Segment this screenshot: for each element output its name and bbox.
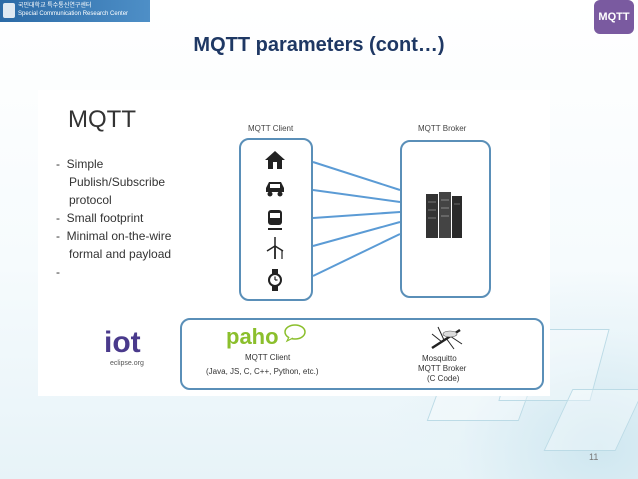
- car-icon: [266, 182, 284, 197]
- connector-line: [312, 211, 401, 219]
- mosquito-icon: [431, 326, 463, 350]
- speech-bubble-icon: [284, 324, 306, 343]
- university-emblem-icon: [3, 3, 15, 18]
- client-box: [239, 138, 313, 301]
- mosquitto-label: Mosquitto: [422, 354, 457, 363]
- header-banner: 국민대학교 특수통신연구센터 Special Communication Res…: [0, 0, 150, 22]
- bullet-item: - Small footprint: [56, 211, 144, 225]
- mqtt-diagram: MQTT - Simple Publish/Subscribe protocol…: [38, 90, 550, 396]
- server-rack-icon: [426, 192, 462, 238]
- connector-line: [312, 189, 401, 203]
- train-icon: [268, 210, 282, 230]
- bullet-continuation: formal and payload: [69, 247, 172, 261]
- wind-turbine-icon: [266, 237, 284, 259]
- connector-lines: [312, 161, 401, 277]
- eclipse-org-text: eclipse.org: [110, 360, 144, 367]
- bullet-continuation: protocol: [69, 193, 112, 207]
- banner-korean-text: 국민대학교 특수통신연구센터: [18, 3, 92, 9]
- diagram-heading: MQTT: [68, 106, 136, 133]
- mqtt-logo-text: MQTT: [598, 11, 630, 23]
- client-column-label: MQTT Client: [248, 124, 294, 133]
- connector-line: [312, 233, 401, 277]
- page-number: 11: [589, 452, 599, 462]
- bullet-item-empty: -: [56, 265, 60, 279]
- banner-english-text: Special Communication Research Center: [18, 11, 129, 17]
- slide-title: MQTT parameters (cont…): [193, 34, 445, 56]
- connector-line: [312, 161, 401, 191]
- paho-client-label: MQTT Client: [245, 353, 291, 362]
- iot-logo: iot: [104, 326, 141, 359]
- bullet-item: - Simple: [56, 157, 104, 171]
- bullet-item: - Minimal on-the-wire: [56, 229, 172, 243]
- watch-icon: [268, 269, 282, 291]
- broker-box: [400, 140, 491, 298]
- mqtt-logo: MQTT: [594, 0, 634, 34]
- mosquitto-broker-label: MQTT Broker: [418, 364, 467, 373]
- paho-logo: paho: [226, 324, 279, 349]
- bullet-continuation: Publish/Subscribe: [69, 175, 166, 189]
- house-icon: [265, 151, 285, 169]
- broker-column-label: MQTT Broker: [418, 124, 467, 133]
- connector-line: [312, 221, 401, 247]
- implementations-box: [180, 318, 544, 390]
- paho-languages-label: (Java, JS, C, C++, Python, etc.): [206, 367, 319, 376]
- mosquitto-code-label: (C Code): [427, 374, 460, 383]
- bullet-list: - Simple Publish/Subscribe protocol - Sm…: [56, 155, 171, 281]
